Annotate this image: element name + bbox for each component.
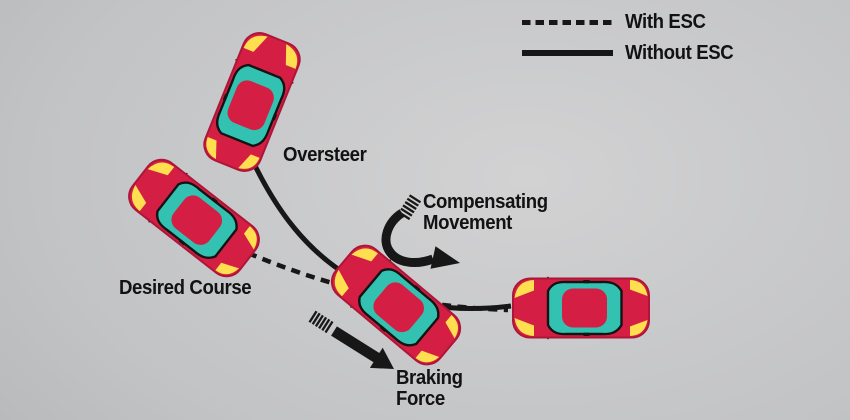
braking-arrow [331,326,394,369]
legend-label-without-esc: Without ESC [625,41,734,64]
compensating-movement-label: Compensating Movement [423,192,548,234]
braking-force-line2: Force [396,388,445,410]
dashed-line-icon [522,19,613,25]
compensating-arrow [381,209,460,269]
compensating-movement-line1: Compensating [423,191,548,213]
oversteer-label: Oversteer [283,144,367,166]
compensating-movement-line2: Movement [423,212,513,234]
compensating-skid-marks [398,194,422,221]
legend-label-with-esc: With ESC [625,10,706,33]
braking-force-label: Braking Force [396,368,463,410]
braking-force-line1: Braking [396,367,463,389]
legend-item-without-esc: Without ESC [522,41,742,65]
legend-item-with-esc: With ESC [522,10,742,34]
braking-skid-marks [308,310,334,334]
end-position-car [511,275,651,341]
legend: With ESC Without ESC [522,10,742,65]
with-esc-line [247,250,509,313]
desired-course-label: Desired Course [119,277,252,299]
solid-line-icon [522,50,613,56]
